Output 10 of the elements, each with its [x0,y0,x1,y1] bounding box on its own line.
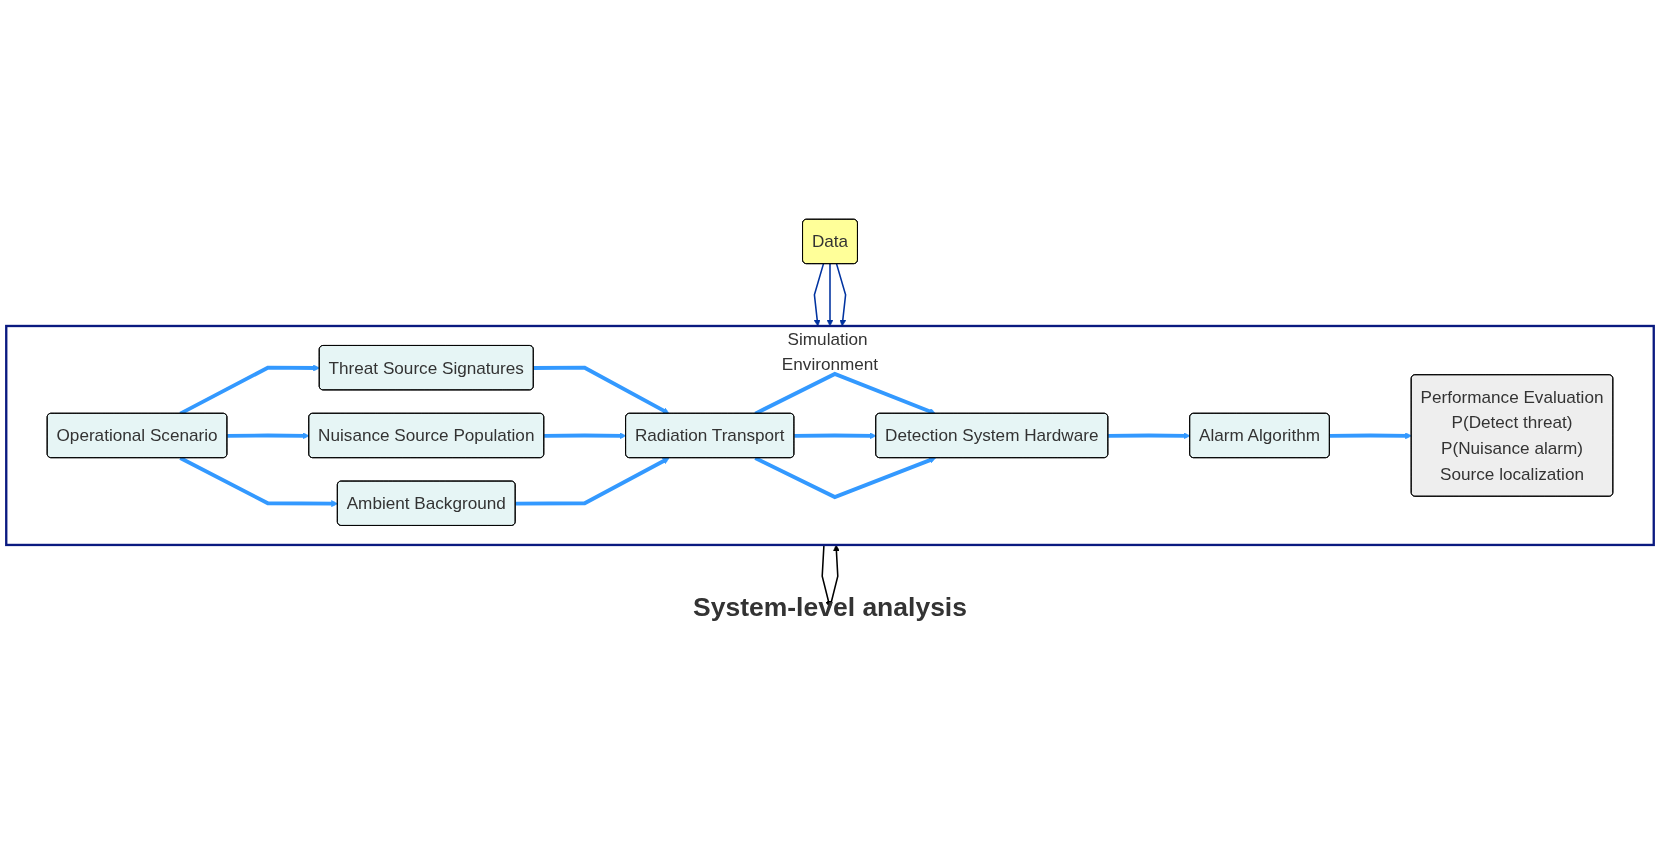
arrow [515,457,670,506]
node-text: System-level analysis [693,591,967,622]
arrow [794,432,877,439]
arrow [179,456,339,507]
arrow [1108,432,1191,439]
arrow [544,432,627,439]
arrow [533,365,670,414]
arrow [1329,432,1412,439]
arrow [227,432,310,439]
arrow [754,456,936,499]
